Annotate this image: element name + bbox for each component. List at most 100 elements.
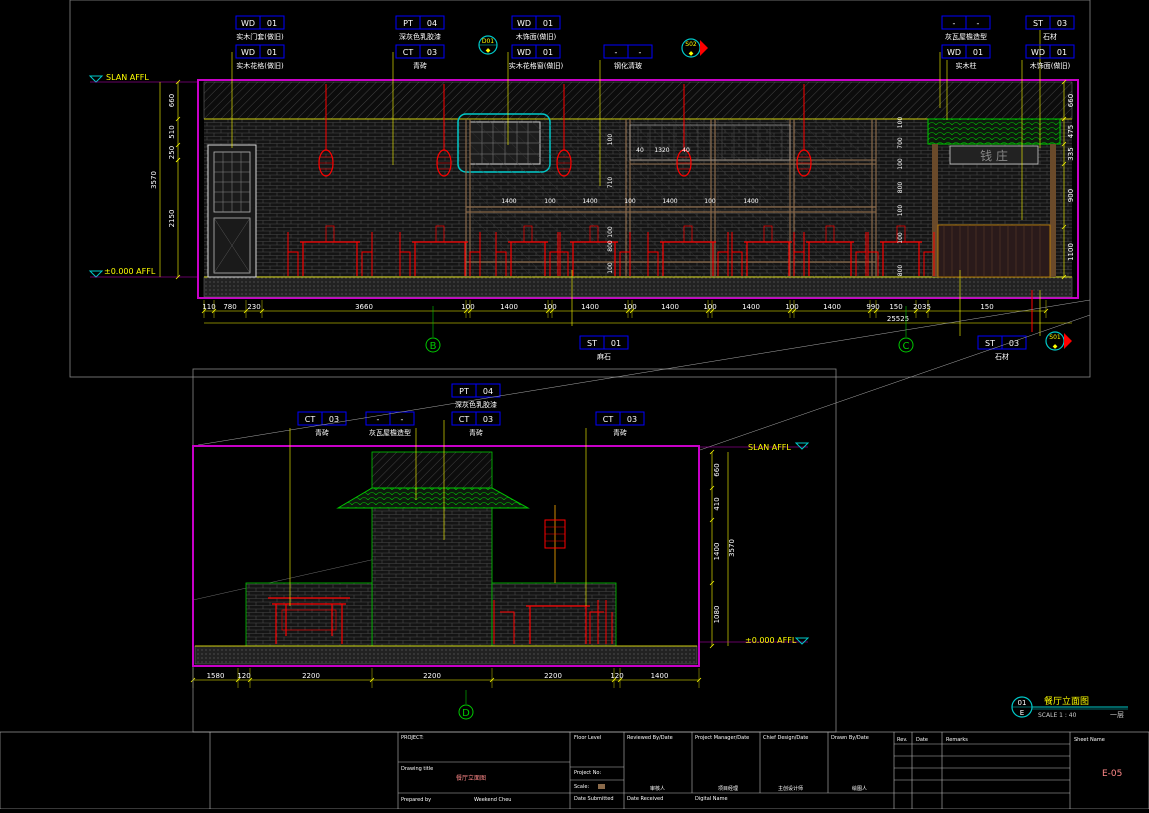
dim-value: 335 xyxy=(1067,147,1075,160)
dim-value: 100 xyxy=(897,205,904,217)
chairs xyxy=(399,232,481,276)
level-slab-lower-label: SLAN AFFL xyxy=(748,443,791,452)
dim-value: 660 xyxy=(1067,94,1075,107)
tag-desc: 麻石 xyxy=(597,352,611,361)
tb-reviewer: 审核人 xyxy=(650,785,665,792)
dim-tick xyxy=(709,485,715,491)
dim-tick xyxy=(1061,224,1067,230)
dim-value: 1400 xyxy=(582,198,597,205)
dim-value: 1080 xyxy=(713,606,721,624)
tag-code: - xyxy=(377,415,380,424)
axis-b-label: B xyxy=(430,341,437,352)
dim-value: 100 xyxy=(607,134,614,146)
svg-text:◆: ◆ xyxy=(1053,343,1058,350)
dim-chain-v: 2150 xyxy=(168,157,181,280)
tag-code: CT xyxy=(403,48,414,57)
tag-code: CT xyxy=(305,415,316,424)
tb-remarks: Remarks xyxy=(946,737,968,743)
table-ornament xyxy=(763,225,773,243)
tb-prepared-name: Weekend Cheu xyxy=(474,797,511,803)
chairs xyxy=(867,232,935,276)
dim-value: 1400 xyxy=(713,543,721,561)
tag-num: 03 xyxy=(627,415,637,424)
dim-value: 3570 xyxy=(728,539,736,557)
tag-code: WD xyxy=(1031,48,1045,57)
tag-desc: 实木花格窗(做旧) xyxy=(509,61,564,70)
dining-set xyxy=(647,225,729,276)
dim-value: 1400 xyxy=(662,198,677,205)
furniture xyxy=(287,225,935,276)
tb-drawn: Drawn By/Date xyxy=(831,735,869,741)
dining-set xyxy=(399,225,481,276)
tag-desc: 灰瓦屋檐造型 xyxy=(945,32,987,41)
dining-set xyxy=(287,225,373,276)
dim-value: 150 xyxy=(980,303,993,311)
dim-value: 660 xyxy=(168,94,176,107)
stall-kiosk: 钱 庄 xyxy=(927,118,1061,278)
tb-chief-name: 主创设计师 xyxy=(778,785,803,792)
dim-value: 250 xyxy=(168,146,176,159)
dim-value: 800 xyxy=(607,240,614,252)
chairs xyxy=(495,232,561,276)
dim-value: 2200 xyxy=(302,672,320,680)
tag-desc: 青砖 xyxy=(469,428,483,437)
lanterns xyxy=(318,84,812,177)
tag-num: - xyxy=(977,19,980,28)
dim-value: 1400 xyxy=(500,303,518,311)
tag-num: - xyxy=(401,415,404,424)
tb-drawing-name: 餐厅立面图 xyxy=(456,774,486,782)
table-ornament xyxy=(435,225,445,243)
material-tag: --钢化清玻 xyxy=(603,44,653,70)
level-marker-floor-lower: ±0.000 AFFL xyxy=(699,636,810,645)
dim-tick xyxy=(175,79,181,85)
level-marker-floor: ±0.000 AFFL xyxy=(88,267,198,278)
tag-num: 03 xyxy=(427,48,437,57)
tag-code: PT xyxy=(403,19,413,28)
tag-code: WD xyxy=(241,19,255,28)
tag-num: 03 xyxy=(1009,339,1019,348)
tb-project-no: Project No: xyxy=(574,770,601,776)
tag-num: - xyxy=(639,48,642,57)
tb-digital-name: Digital Name xyxy=(695,796,728,802)
dim-tick xyxy=(709,580,715,586)
tag-code: ST xyxy=(985,339,995,348)
lantern-ribs xyxy=(677,156,691,170)
dim-tick xyxy=(175,116,181,122)
chairs xyxy=(793,232,867,276)
tag-num: 04 xyxy=(427,19,437,28)
tb-drawing-title: Drawing title xyxy=(401,766,433,772)
dim-value: 100 xyxy=(897,158,904,170)
tb-project: PROJECT: xyxy=(401,735,424,741)
dim-value: 100 xyxy=(897,232,904,244)
dining-set xyxy=(793,225,867,276)
dim-value: 100 xyxy=(704,198,716,205)
dim-value: 100 xyxy=(543,303,556,311)
dim-tick xyxy=(709,449,715,455)
axis-d-label: D xyxy=(462,708,470,719)
axis-c-label: C xyxy=(903,341,910,352)
dim-value: 2200 xyxy=(544,672,562,680)
tag-code: PT xyxy=(459,387,469,396)
dim-value: 100 xyxy=(607,226,614,238)
dim-value: 780 xyxy=(223,303,236,311)
dim-value: 230 xyxy=(247,303,260,311)
dim-tick xyxy=(1061,141,1067,147)
level-floor-label: ±0.000 AFFL xyxy=(104,267,156,276)
dim-value: 660 xyxy=(713,463,721,476)
wooden-door xyxy=(207,144,257,278)
dim-value: 3570 xyxy=(150,171,158,189)
